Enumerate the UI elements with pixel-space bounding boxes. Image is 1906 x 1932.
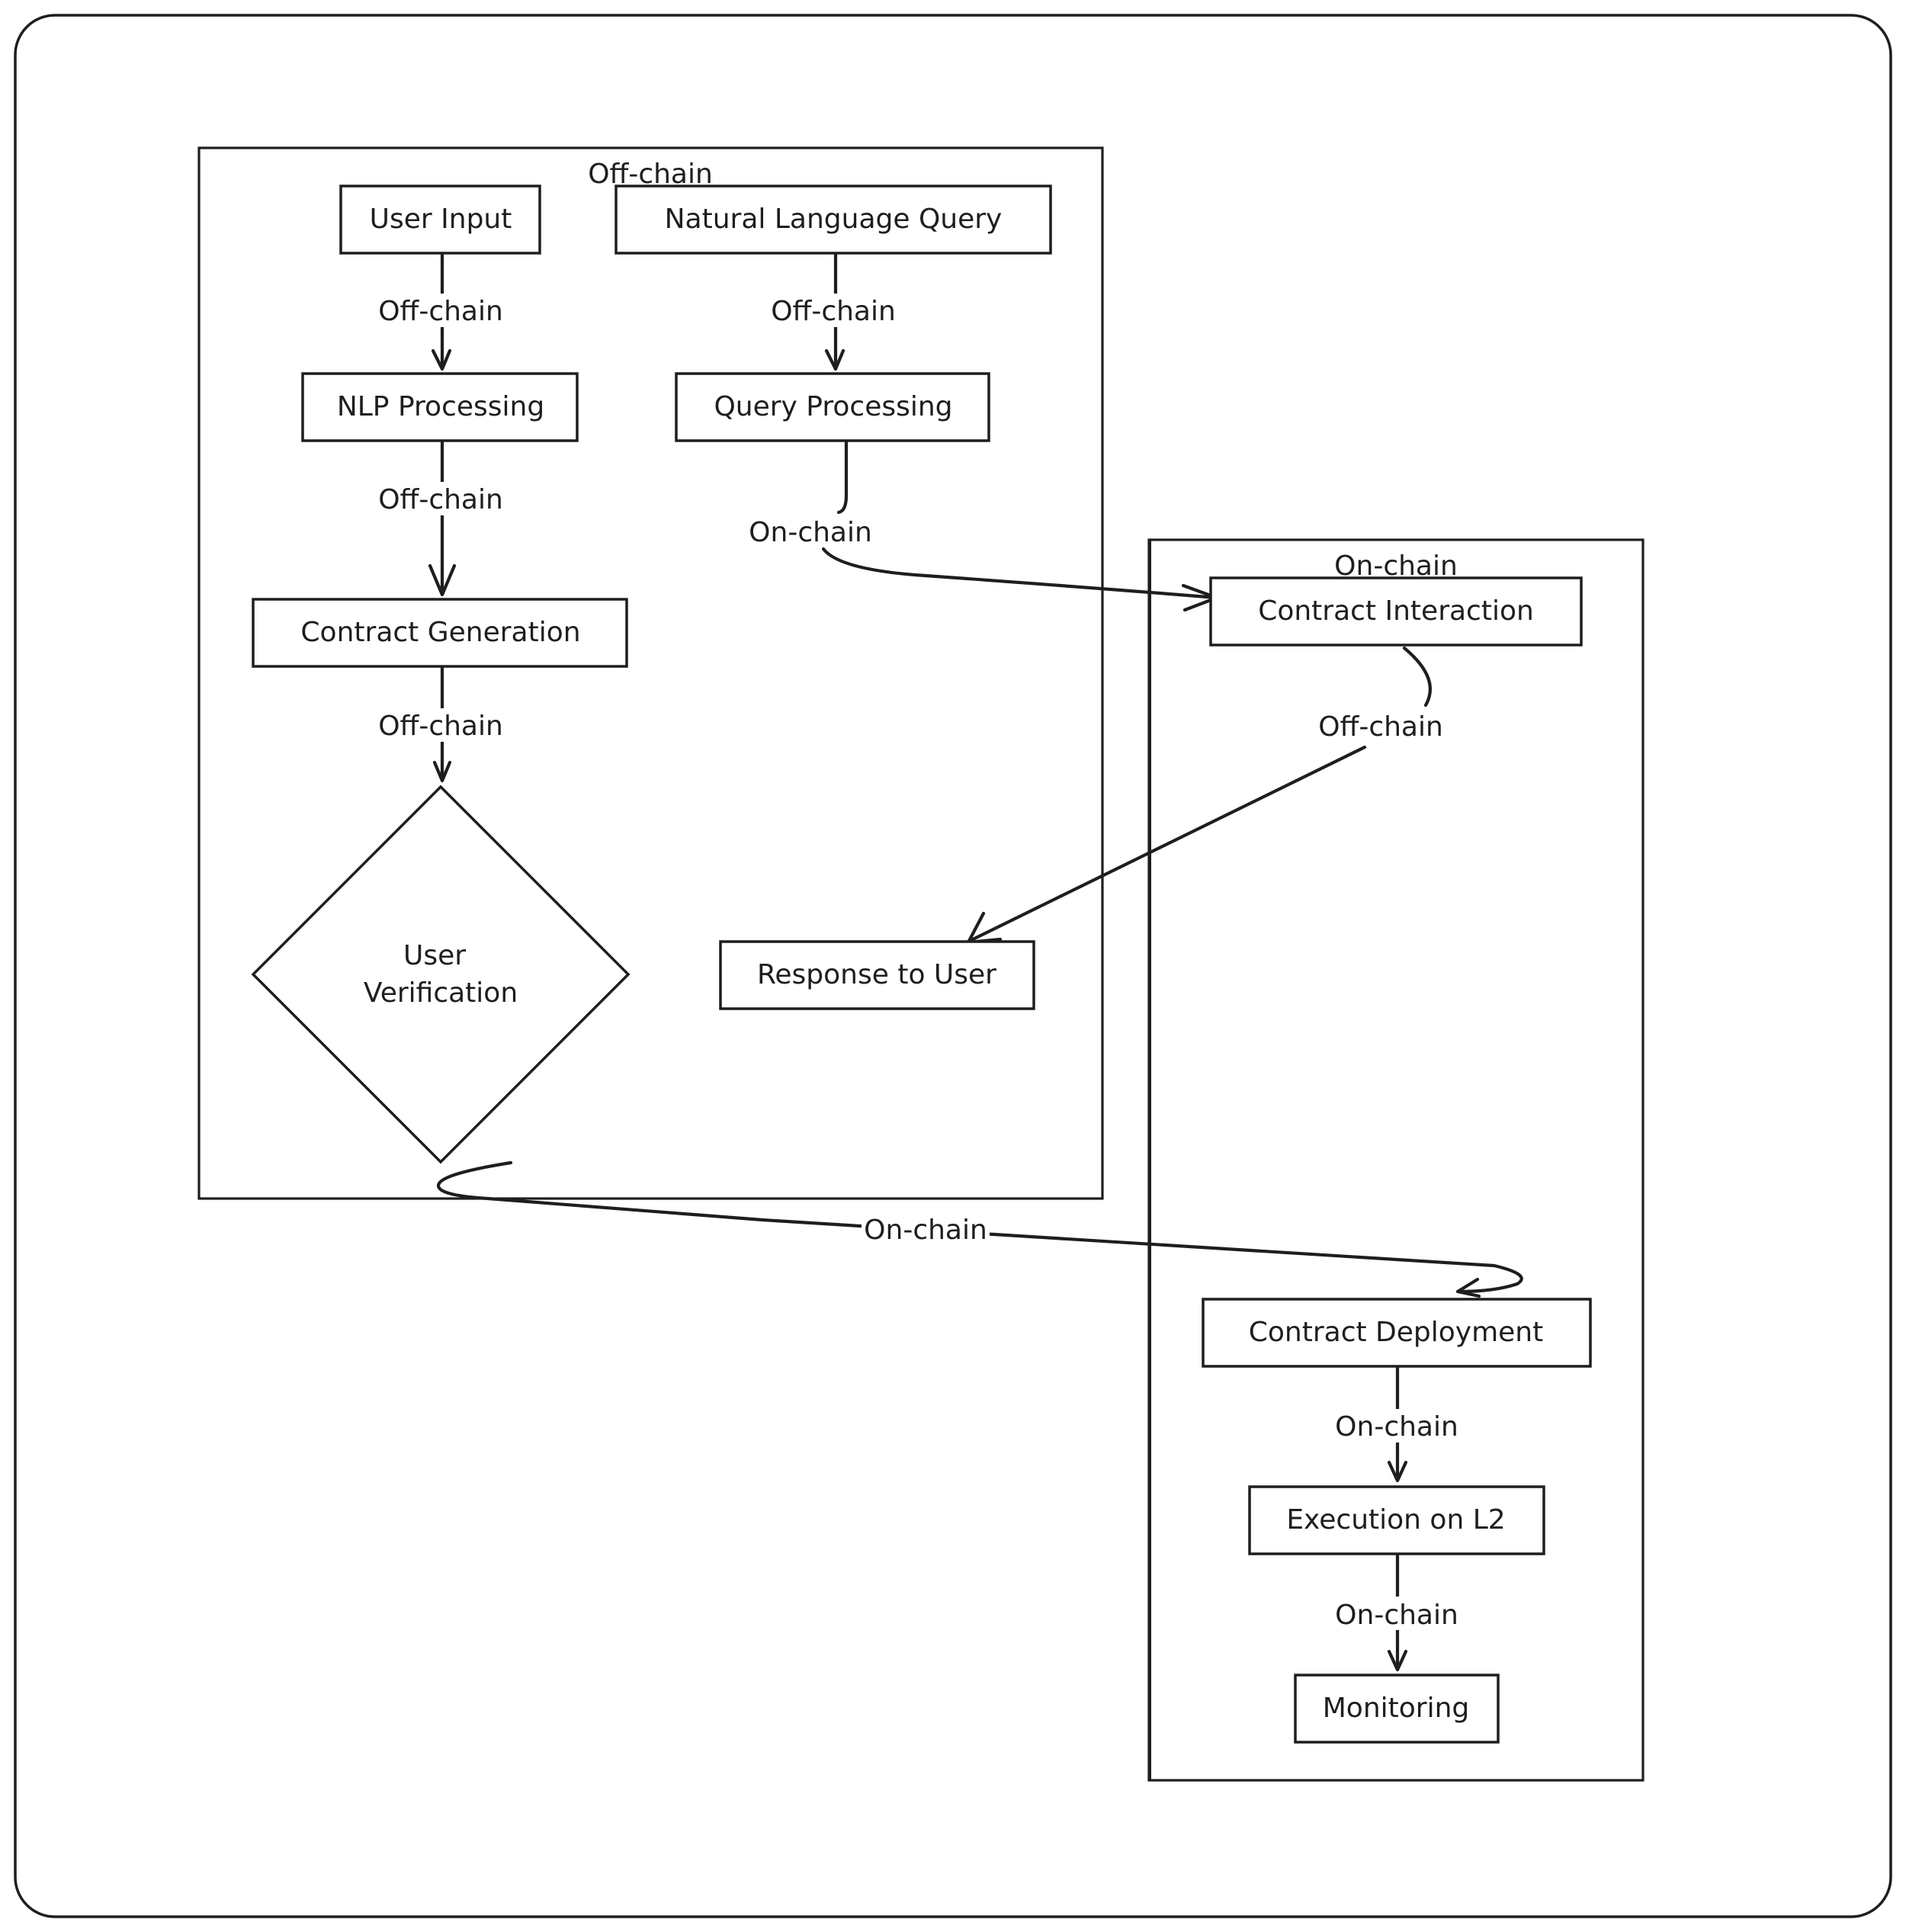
- edge-nlp-to-generation: Off-chain: [370, 440, 515, 597]
- group-onchain: On-chain: [1147, 538, 1644, 1782]
- group-onchain-label: On-chain: [1334, 550, 1458, 582]
- edge-label: Off-chain: [378, 711, 503, 742]
- edge-generation-to-verification: Off-chain: [370, 666, 515, 783]
- node-contract-deployment[interactable]: Contract Deployment: [1202, 1298, 1592, 1368]
- node-response-to-user[interactable]: Response to User: [719, 940, 1035, 1010]
- edge-label: On-chain: [864, 1215, 987, 1246]
- node-query-processing[interactable]: Query Processing: [675, 372, 990, 442]
- edge-label: Off-chain: [378, 484, 503, 515]
- edge-label: On-chain: [1335, 1411, 1458, 1443]
- node-label: Query Processing: [714, 391, 952, 422]
- node-label: Monitoring: [1323, 1693, 1470, 1724]
- node-label: NLP Processing: [337, 391, 544, 422]
- node-label: Execution on L2: [1286, 1504, 1505, 1536]
- edge-label: On-chain: [749, 517, 872, 548]
- node-label: Contract Deployment: [1249, 1317, 1544, 1348]
- edge-input-to-nlp: Off-chain: [370, 252, 515, 371]
- edge-execution-to-monitoring: On-chain: [1327, 1553, 1468, 1672]
- node-label-line1: User: [403, 940, 466, 971]
- edge-verification-to-deployment: On-chain: [436, 1160, 1523, 1298]
- edge-label: Off-chain: [771, 296, 896, 327]
- edge-processing-to-interaction: On-chain: [749, 440, 1219, 612]
- node-monitoring[interactable]: Monitoring: [1294, 1674, 1500, 1744]
- node-label: Contract Generation: [300, 617, 580, 648]
- edge-query-to-processing: Off-chain: [762, 252, 907, 371]
- edge-interaction-to-response: Off-chain: [966, 646, 1452, 945]
- edge-label: Off-chain: [1318, 711, 1443, 743]
- node-label: Natural Language Query: [665, 204, 1003, 235]
- node-label: Response to User: [757, 959, 996, 990]
- node-label: Contract Interaction: [1258, 595, 1534, 627]
- node-natural-language-query[interactable]: Natural Language Query: [614, 185, 1052, 255]
- node-label: User Input: [370, 204, 512, 235]
- group-onchain-border: [1147, 538, 1644, 1782]
- edge-label: On-chain: [1335, 1600, 1458, 1631]
- edge-label: Off-chain: [378, 296, 503, 327]
- node-user-input[interactable]: User Input: [339, 185, 541, 255]
- group-offchain-label: Off-chain: [588, 159, 713, 190]
- node-contract-generation[interactable]: Contract Generation: [252, 598, 628, 668]
- edge-deployment-to-execution: On-chain: [1327, 1366, 1468, 1483]
- node-label-line2: Verification: [364, 977, 518, 1009]
- node-user-verification[interactable]: User Verification: [251, 785, 631, 1164]
- group-offchain: Off-chain: [197, 146, 1104, 1200]
- node-execution-on-l2[interactable]: Execution on L2: [1248, 1485, 1545, 1555]
- node-nlp-processing[interactable]: NLP Processing: [301, 372, 579, 442]
- node-contract-interaction[interactable]: Contract Interaction: [1209, 576, 1583, 647]
- group-offchain-border: [197, 146, 1104, 1200]
